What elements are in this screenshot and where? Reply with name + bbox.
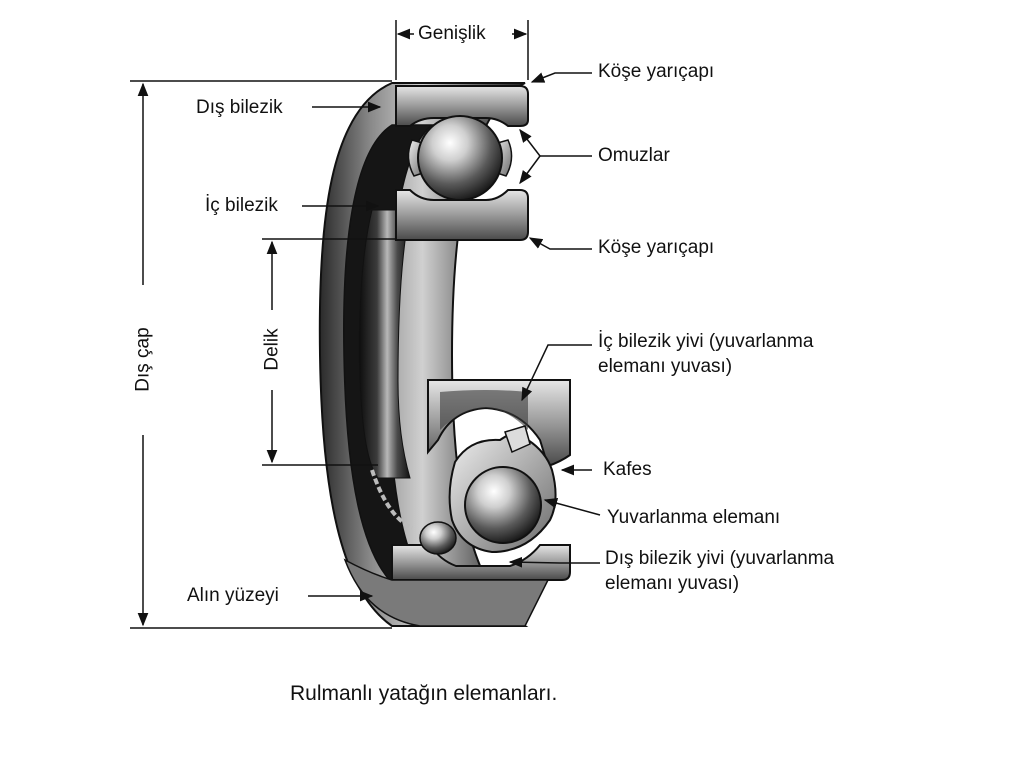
outer-race-groove-label-line2: elemanı yuvası) [605,573,740,594]
shoulders-label: Omuzlar [598,145,670,166]
corner-radius-top-label: Köşe yarıçapı [598,61,715,82]
cage-label: Kafes [603,459,652,480]
bottom-section [343,379,571,627]
outer-diameter-label: Dış çap [132,327,154,392]
outer-race-groove-label-line1: Dış bilezik yivi (yuvarlanma [605,548,835,569]
bearing-body [318,82,529,627]
annotation-lines [130,20,601,629]
corner-radius-mid-label: Köşe yarıçapı [598,237,715,258]
face-label: Alın yüzeyi [187,585,279,606]
inner-ring-label: İç bilezik [205,195,278,216]
figure-caption: Rulmanlı yatağın elemanları. [290,682,558,705]
inner-race-groove-label-line1: İç bilezik yivi (yuvarlanma [598,331,814,352]
inner-race-groove-label-line2: elemanı yuvası) [598,356,733,377]
top-ball [417,115,503,201]
outer-ring-label: Dış bilezik [196,97,283,118]
rolling-element-label: Yuvarlanma elemanı [607,507,781,528]
bore-label: Delik [261,328,283,371]
top-section [395,85,529,241]
width-label: Genişlik [418,23,486,44]
lower-ball [464,466,542,544]
